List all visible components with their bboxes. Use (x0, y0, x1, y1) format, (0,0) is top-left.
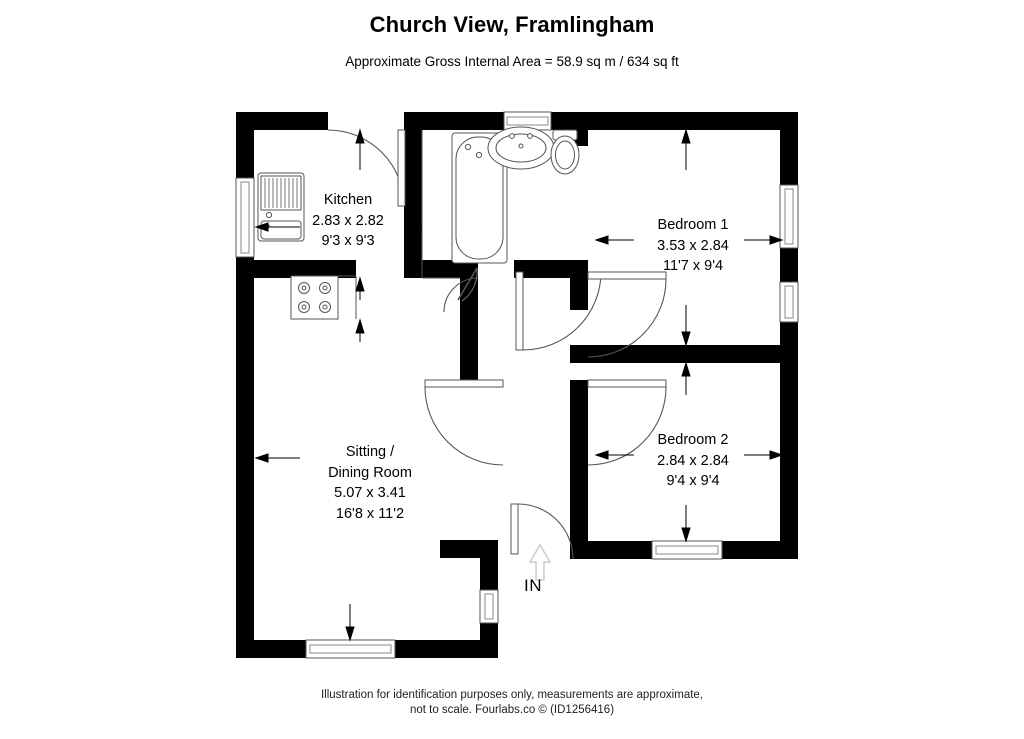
door-sitting-room (424, 379, 504, 466)
dim-bedroom1-height-top (681, 128, 691, 170)
room-label-bedroom-1: Bedroom 1 3.53 x 2.84 11'7 x 9'4 (628, 215, 758, 277)
door-bathroom (443, 277, 479, 313)
kitchen-metric: 2.83 x 2.82 (312, 212, 384, 229)
entrance-arrow-icon (528, 543, 552, 581)
windows-group (235, 111, 799, 659)
kitchen-imperial: 9'3 x 9'3 (321, 233, 375, 249)
kitchen-sink-fixture (257, 172, 305, 242)
fixtures-group (257, 126, 580, 320)
dim-bedroom2-width (594, 450, 784, 460)
room-outlines (421, 130, 460, 279)
room-label-kitchen: Kitchen 2.83 x 2.82 9'3 x 9'3 (288, 190, 408, 252)
door-bathroom-leaf (457, 267, 478, 302)
footer-line-1: Illustration for identification purposes… (320, 689, 704, 701)
doors-group (327, 129, 667, 560)
window-bedroom1-right-upper (779, 184, 799, 249)
bedroom1-metric: 3.53 x 2.84 (657, 237, 729, 254)
dim-sitting-width (254, 453, 300, 463)
dim-bedroom2-height-top (681, 361, 691, 395)
kitchen-name: Kitchen (323, 192, 373, 208)
footer-disclaimer: Illustration for identification purposes… (0, 688, 1024, 718)
sitting-name-line2: Dining Room (328, 464, 412, 481)
dim-kitchen-width (254, 222, 422, 232)
bedroom1-name: Bedroom 1 (657, 217, 729, 233)
bedroom2-name: Bedroom 2 (657, 432, 729, 448)
page-subtitle: Approximate Gross Internal Area = 58.9 s… (345, 54, 679, 69)
room-label-bedroom-2: Bedroom 2 2.84 x 2.84 9'4 x 9'4 (628, 430, 758, 492)
walls-group (236, 112, 798, 658)
window-sitting-right (479, 589, 499, 624)
window-sitting-bottom (305, 639, 396, 659)
door-kitchen (327, 129, 406, 207)
entrance-label: IN (524, 576, 542, 595)
dim-sitting-bottom (345, 604, 355, 642)
door-entrance (510, 503, 574, 560)
bedroom2-metric: 2.84 x 2.84 (657, 452, 729, 469)
room-label-sitting-dining-room: Sitting / Dining Room 5.07 x 3.41 16'8 x… (300, 442, 440, 524)
dim-kitchen-height (355, 128, 365, 170)
window-kitchen-left (235, 177, 255, 258)
dimension-arrows-group (254, 128, 784, 642)
window-bedroom2-bottom (651, 540, 723, 560)
window-bedroom1-right-lower (779, 281, 799, 323)
sitting-imperial: 16'8 x 11'2 (335, 505, 405, 522)
door-bedroom1 (587, 271, 667, 358)
sitting-metric: 5.07 x 3.41 (334, 485, 406, 501)
page-title: Church View, Framlingham (369, 12, 655, 37)
footer-line-2: not to scale. Fourlabs.co © (ID1256416) (409, 704, 615, 716)
dim-bedroom1-width (594, 235, 784, 245)
dim-bedroom1-height-bottom (681, 305, 691, 347)
door-bedroom2 (587, 379, 667, 466)
bath-fixture (451, 132, 508, 264)
toilet-fixture (550, 129, 580, 175)
bedroom2-imperial: 9'4 x 9'4 (666, 473, 720, 489)
door-hall-north (515, 271, 602, 351)
sitting-name-line1: Sitting / (345, 444, 395, 460)
dim-kitchen-height-bottom (355, 276, 365, 342)
kitchen-hob-fixture (290, 275, 357, 320)
bedroom1-imperial: 11'7 x 9'4 (662, 258, 724, 274)
wash-basin-fixture (487, 126, 555, 170)
